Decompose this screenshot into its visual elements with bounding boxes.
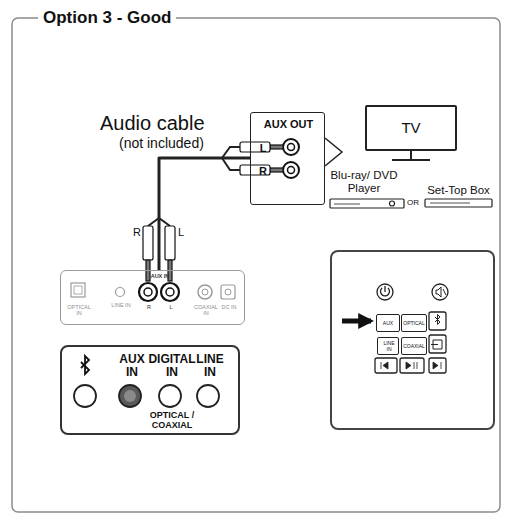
node-text: LINE IN: [193, 353, 227, 379]
label: R: [133, 226, 141, 238]
node-text: AUX OUT: [254, 118, 324, 130]
rca-jack: [283, 139, 299, 178]
remote-control: AUX OPTICAL LINE IN COAXIAL: [330, 250, 495, 430]
node-text: R: [144, 304, 154, 310]
node-text: COAXIAL: [403, 344, 425, 350]
title: Option 3 - Good: [38, 8, 176, 28]
node-text: AUX IN: [116, 353, 148, 379]
front-buttons: [74, 385, 219, 407]
node-text: OPTICAL / COAXIAL: [144, 411, 200, 431]
pointer-arrow: [342, 319, 371, 324]
label: (not included): [119, 136, 204, 151]
audio-cable: [159, 158, 250, 270]
rear-jacks: [71, 283, 235, 301]
rear-panel: OPTICAL IN LINE IN AUX IN R L COAXIAL INDC IN: [60, 270, 245, 325]
frame: [12, 18, 500, 512]
bluetooth-icon: [81, 356, 89, 374]
node-text: L: [166, 304, 176, 310]
remote-button: LINE IN: [377, 337, 399, 355]
player-device: [330, 199, 492, 208]
callout-tail: [325, 138, 342, 166]
callout-box: AUX OUT LR: [250, 112, 325, 205]
node-text: OPTICAL: [403, 321, 425, 327]
tv-screen: TV: [365, 105, 457, 151]
node-text: L: [257, 142, 269, 154]
label: L: [178, 226, 184, 238]
player-label: Blu-ray/ DVD Player: [328, 168, 400, 197]
node-text: AUX: [378, 321, 398, 327]
node-text: DIGITAL IN: [144, 353, 200, 379]
node-text: R: [257, 165, 269, 177]
node-text: AUX IN: [145, 273, 175, 279]
node-text: OPTICAL IN: [64, 304, 94, 316]
label: Audio cable: [100, 112, 205, 134]
player-label: Set-Top Box: [421, 183, 498, 198]
remote-button: COAXIAL: [401, 337, 427, 355]
front-panel: AUX INDIGITAL INLINE IN OPTICAL / COAXIAL: [60, 345, 240, 435]
remote-buttons: [375, 284, 448, 373]
tv-stand: [392, 151, 430, 160]
node-text: LINE IN: [106, 302, 136, 308]
remote-button: AUX: [376, 314, 400, 332]
label: OR: [407, 199, 419, 208]
node-text: TV: [381, 120, 441, 137]
node-text: Blu-ray/ DVD Player: [330, 169, 398, 194]
node-text: LINE IN: [382, 341, 396, 352]
remote-button: OPTICAL: [401, 314, 427, 332]
node-text: DC IN: [218, 304, 240, 310]
node-text: COAXIAL IN: [191, 304, 221, 316]
node-text: Set-Top Box: [422, 184, 496, 197]
